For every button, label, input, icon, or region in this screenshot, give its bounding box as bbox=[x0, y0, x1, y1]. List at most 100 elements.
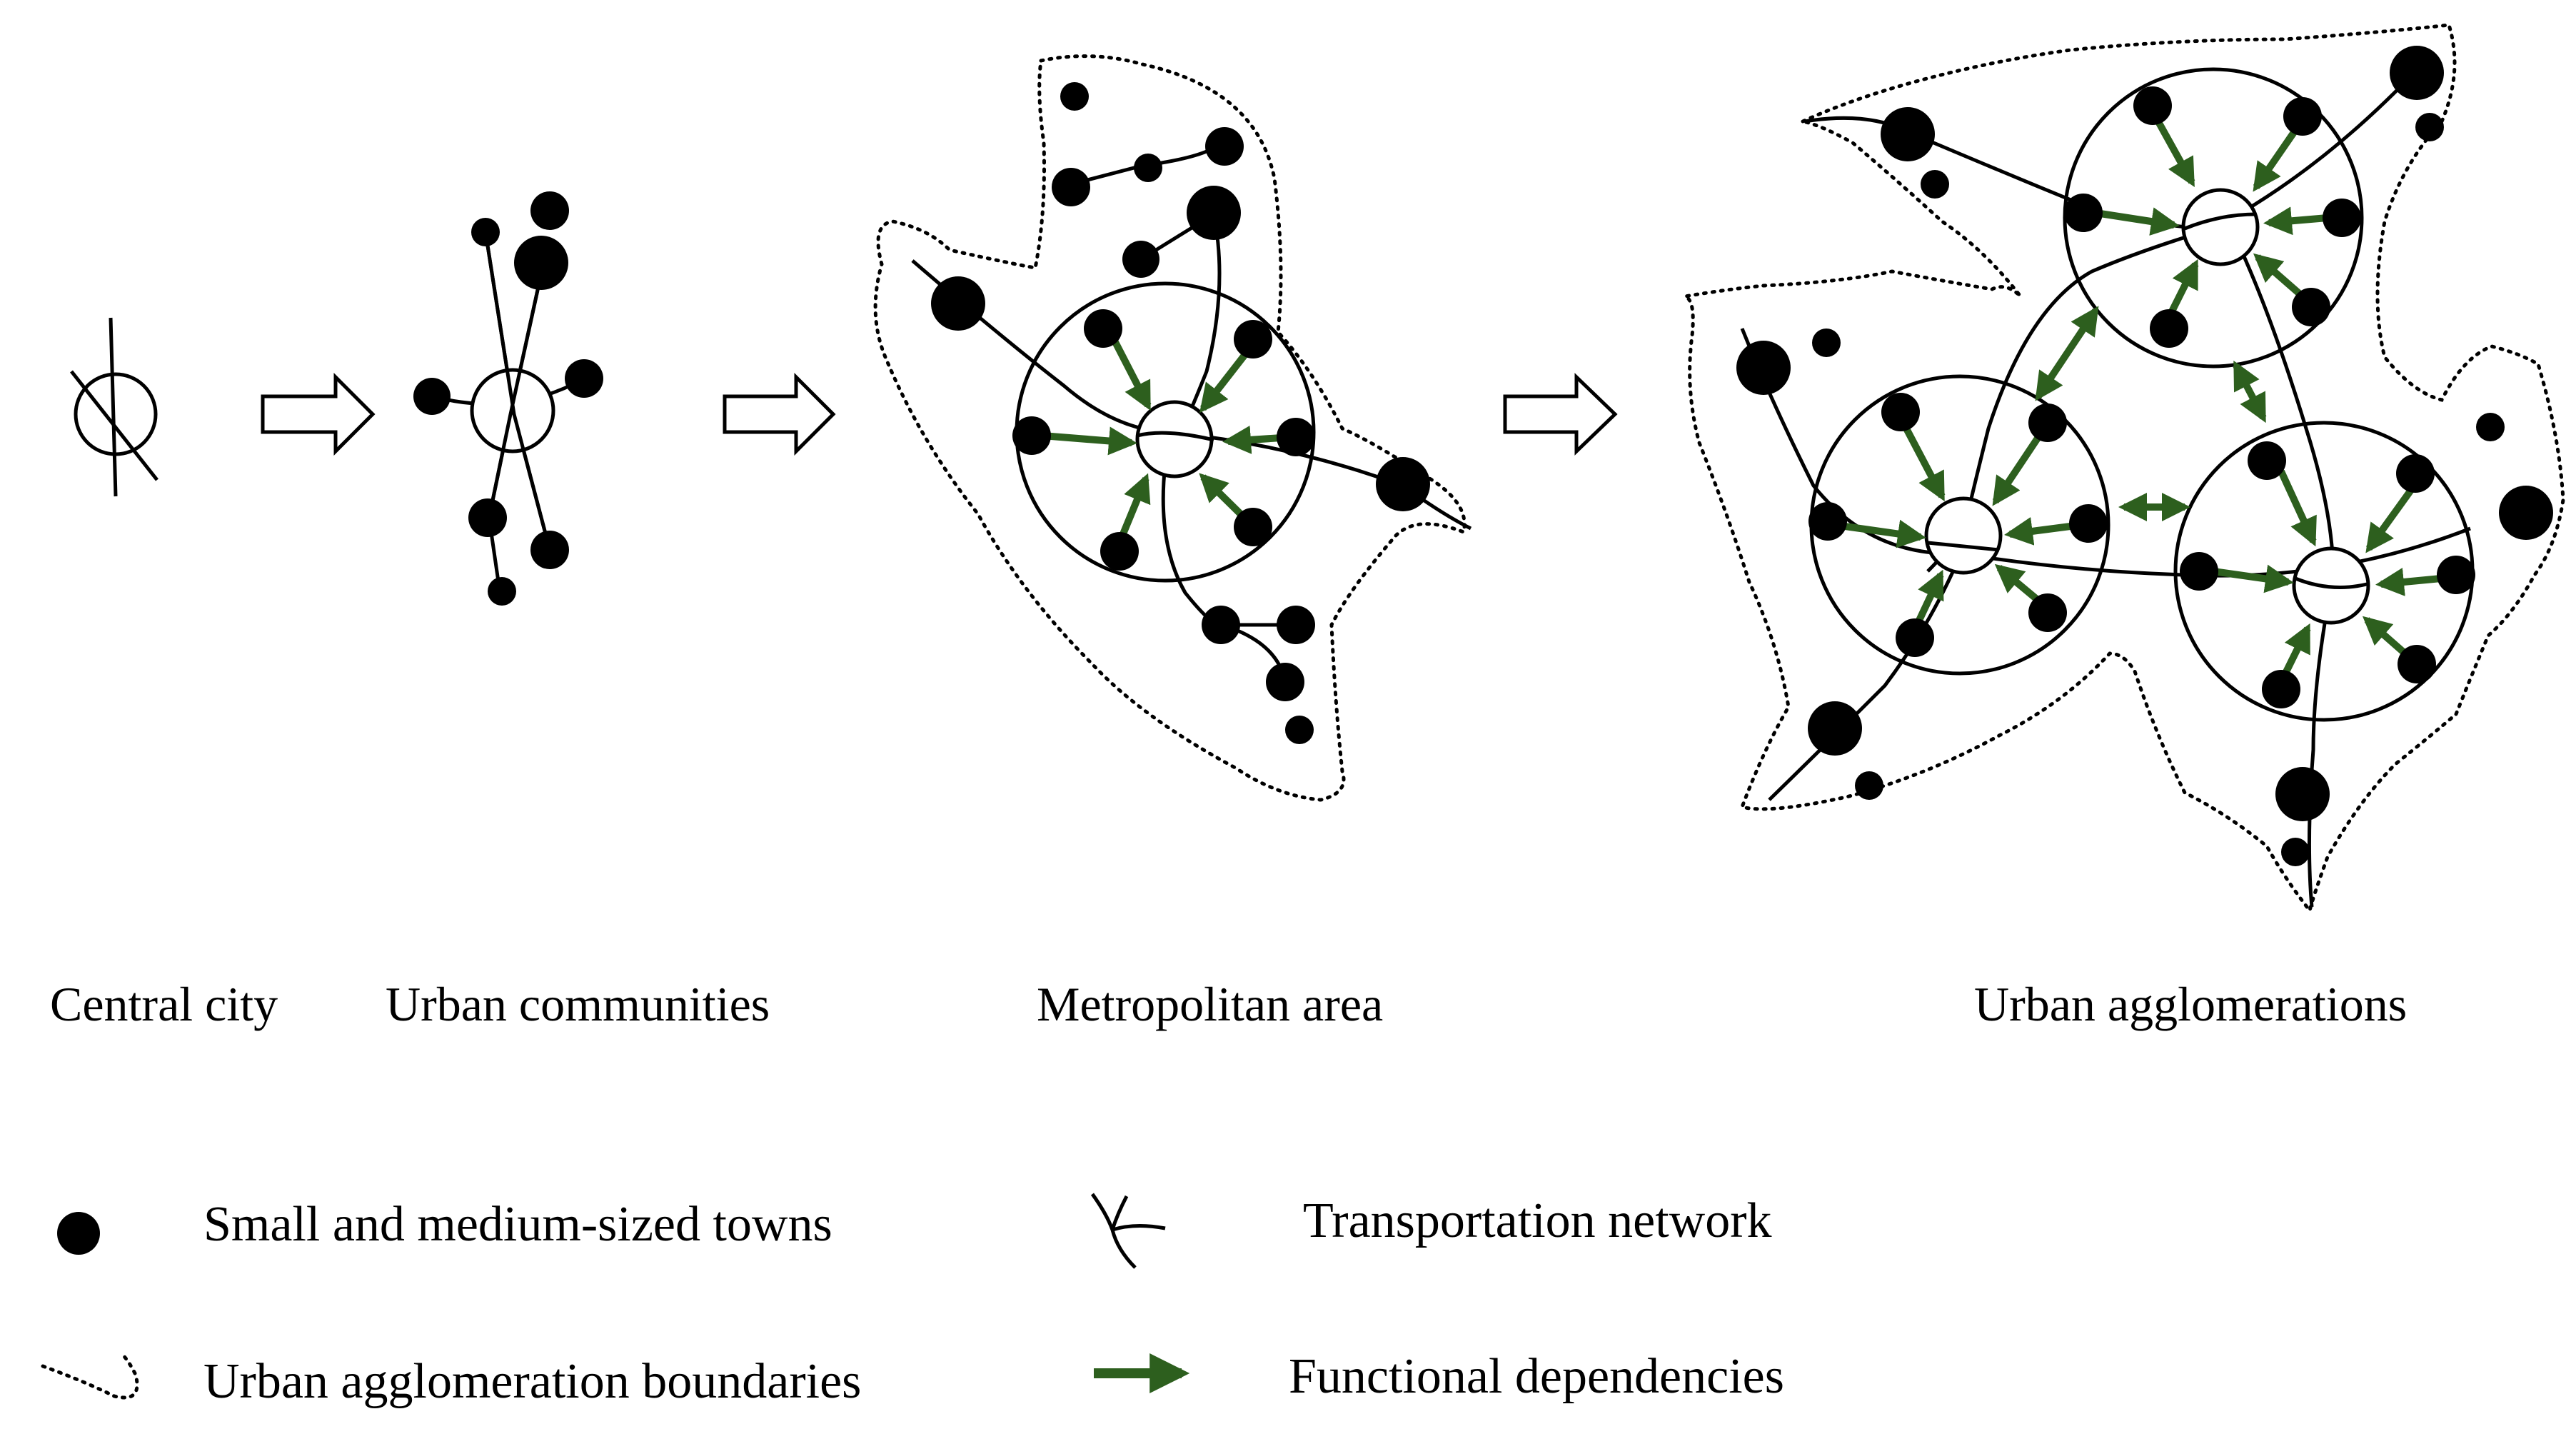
town bbox=[514, 236, 568, 290]
town-legend-icon bbox=[57, 1212, 100, 1255]
stage-label-central-city: Central city bbox=[50, 977, 278, 1031]
town bbox=[1234, 508, 1272, 546]
town bbox=[1277, 606, 1315, 644]
legend-label-transport: Transportation network bbox=[1303, 1193, 1772, 1248]
town bbox=[931, 276, 985, 331]
town bbox=[1202, 606, 1240, 644]
town bbox=[1134, 154, 1162, 182]
town bbox=[2281, 838, 2310, 866]
town bbox=[1205, 127, 1244, 166]
dependency-arrow bbox=[2233, 360, 2267, 423]
dependency-arrow bbox=[1199, 351, 1249, 413]
dependency-arrow bbox=[1994, 563, 2045, 606]
town bbox=[1060, 82, 1089, 111]
town bbox=[2398, 645, 2436, 683]
town bbox=[1052, 168, 1090, 206]
transport-road bbox=[487, 260, 546, 518]
agglomeration-core bbox=[2181, 188, 2260, 266]
town bbox=[2064, 194, 2103, 232]
transport-road bbox=[1768, 563, 1958, 801]
town bbox=[1122, 241, 1159, 278]
dependency-arrow bbox=[2153, 116, 2195, 187]
town bbox=[1285, 716, 1314, 744]
dependency-arrow bbox=[2365, 480, 2420, 553]
town bbox=[1921, 170, 1949, 199]
dependency-arrows bbox=[1834, 116, 2457, 684]
dependency-arrow bbox=[2253, 123, 2303, 192]
town bbox=[2415, 113, 2444, 141]
town bbox=[468, 498, 507, 537]
dependency-arrow bbox=[1992, 435, 2042, 506]
legend-label-boundaries: Urban agglomeration boundaries bbox=[203, 1354, 862, 1409]
town bbox=[413, 378, 451, 415]
town bbox=[2275, 767, 2330, 821]
town bbox=[1881, 107, 1935, 161]
town-dots bbox=[1736, 46, 2553, 866]
dependency-arrow bbox=[2035, 306, 2099, 401]
transport-road bbox=[2295, 576, 2368, 589]
transport-road bbox=[1137, 431, 1214, 442]
dependency-arrow bbox=[1913, 569, 1944, 627]
progression-arrow-icon bbox=[1503, 373, 1618, 456]
town bbox=[2133, 86, 2172, 125]
town bbox=[1266, 663, 1304, 701]
dependency-arrow bbox=[2213, 564, 2294, 593]
transport-road bbox=[2184, 212, 2257, 231]
town bbox=[2069, 504, 2108, 543]
town bbox=[2028, 593, 2067, 632]
agglomeration-boundary bbox=[873, 54, 1466, 802]
transport-legend-icon bbox=[1090, 1193, 1166, 1269]
dependency-arrow bbox=[1834, 519, 1926, 548]
dependency-arrow bbox=[2263, 206, 2328, 236]
town bbox=[1376, 457, 1430, 511]
town bbox=[2499, 486, 2553, 540]
central-city-figure bbox=[70, 317, 159, 497]
town bbox=[530, 191, 569, 230]
town bbox=[1855, 771, 1883, 800]
town bbox=[1736, 341, 1791, 395]
dependency-arrow bbox=[2253, 253, 2305, 299]
dependency-arrow bbox=[1903, 426, 1946, 502]
town bbox=[2028, 403, 2067, 442]
boundary-legend-icon bbox=[41, 1351, 139, 1400]
town bbox=[1812, 329, 1841, 357]
dependency-arrow bbox=[2095, 207, 2180, 236]
town bbox=[2292, 288, 2330, 326]
town bbox=[1187, 186, 1241, 240]
town-dots bbox=[931, 82, 1430, 744]
urban-agglomerations-figure bbox=[1684, 23, 2565, 915]
town bbox=[1808, 502, 1847, 541]
dependency-arrow bbox=[1117, 473, 1151, 541]
town bbox=[1084, 309, 1122, 348]
town bbox=[1100, 532, 1139, 571]
dependency-arrow bbox=[2278, 469, 2317, 547]
urban-communities-figure bbox=[413, 191, 603, 606]
town bbox=[1881, 393, 1920, 431]
town bbox=[2396, 454, 2435, 493]
town bbox=[1808, 701, 1862, 756]
dependency-arrow bbox=[1110, 337, 1152, 411]
town bbox=[2476, 413, 2505, 441]
town bbox=[1012, 416, 1051, 455]
agglomeration-core bbox=[1924, 496, 2003, 575]
transport-road bbox=[1927, 541, 2000, 552]
stage-label-urban-agglomerations: Urban agglomerations bbox=[1974, 977, 2408, 1031]
town bbox=[1234, 320, 1272, 358]
legend-label-towns: Small and medium-sized towns bbox=[203, 1197, 832, 1252]
town bbox=[488, 577, 516, 606]
town bbox=[2437, 556, 2475, 594]
dependency-arrow bbox=[2167, 259, 2199, 316]
metro-core bbox=[1135, 400, 1214, 478]
town bbox=[2262, 670, 2300, 708]
stage-label-urban-communities: Urban communities bbox=[386, 977, 770, 1031]
town bbox=[2283, 97, 2322, 136]
town bbox=[565, 359, 603, 398]
town bbox=[530, 531, 569, 569]
central-city-road bbox=[70, 370, 159, 481]
town bbox=[2390, 46, 2444, 100]
legend-label-dependencies: Functional dependencies bbox=[1289, 1349, 1784, 1404]
stage-label-metropolitan-area: Metropolitan area bbox=[1037, 977, 1384, 1031]
town-dots bbox=[413, 191, 603, 606]
town bbox=[2323, 199, 2361, 237]
